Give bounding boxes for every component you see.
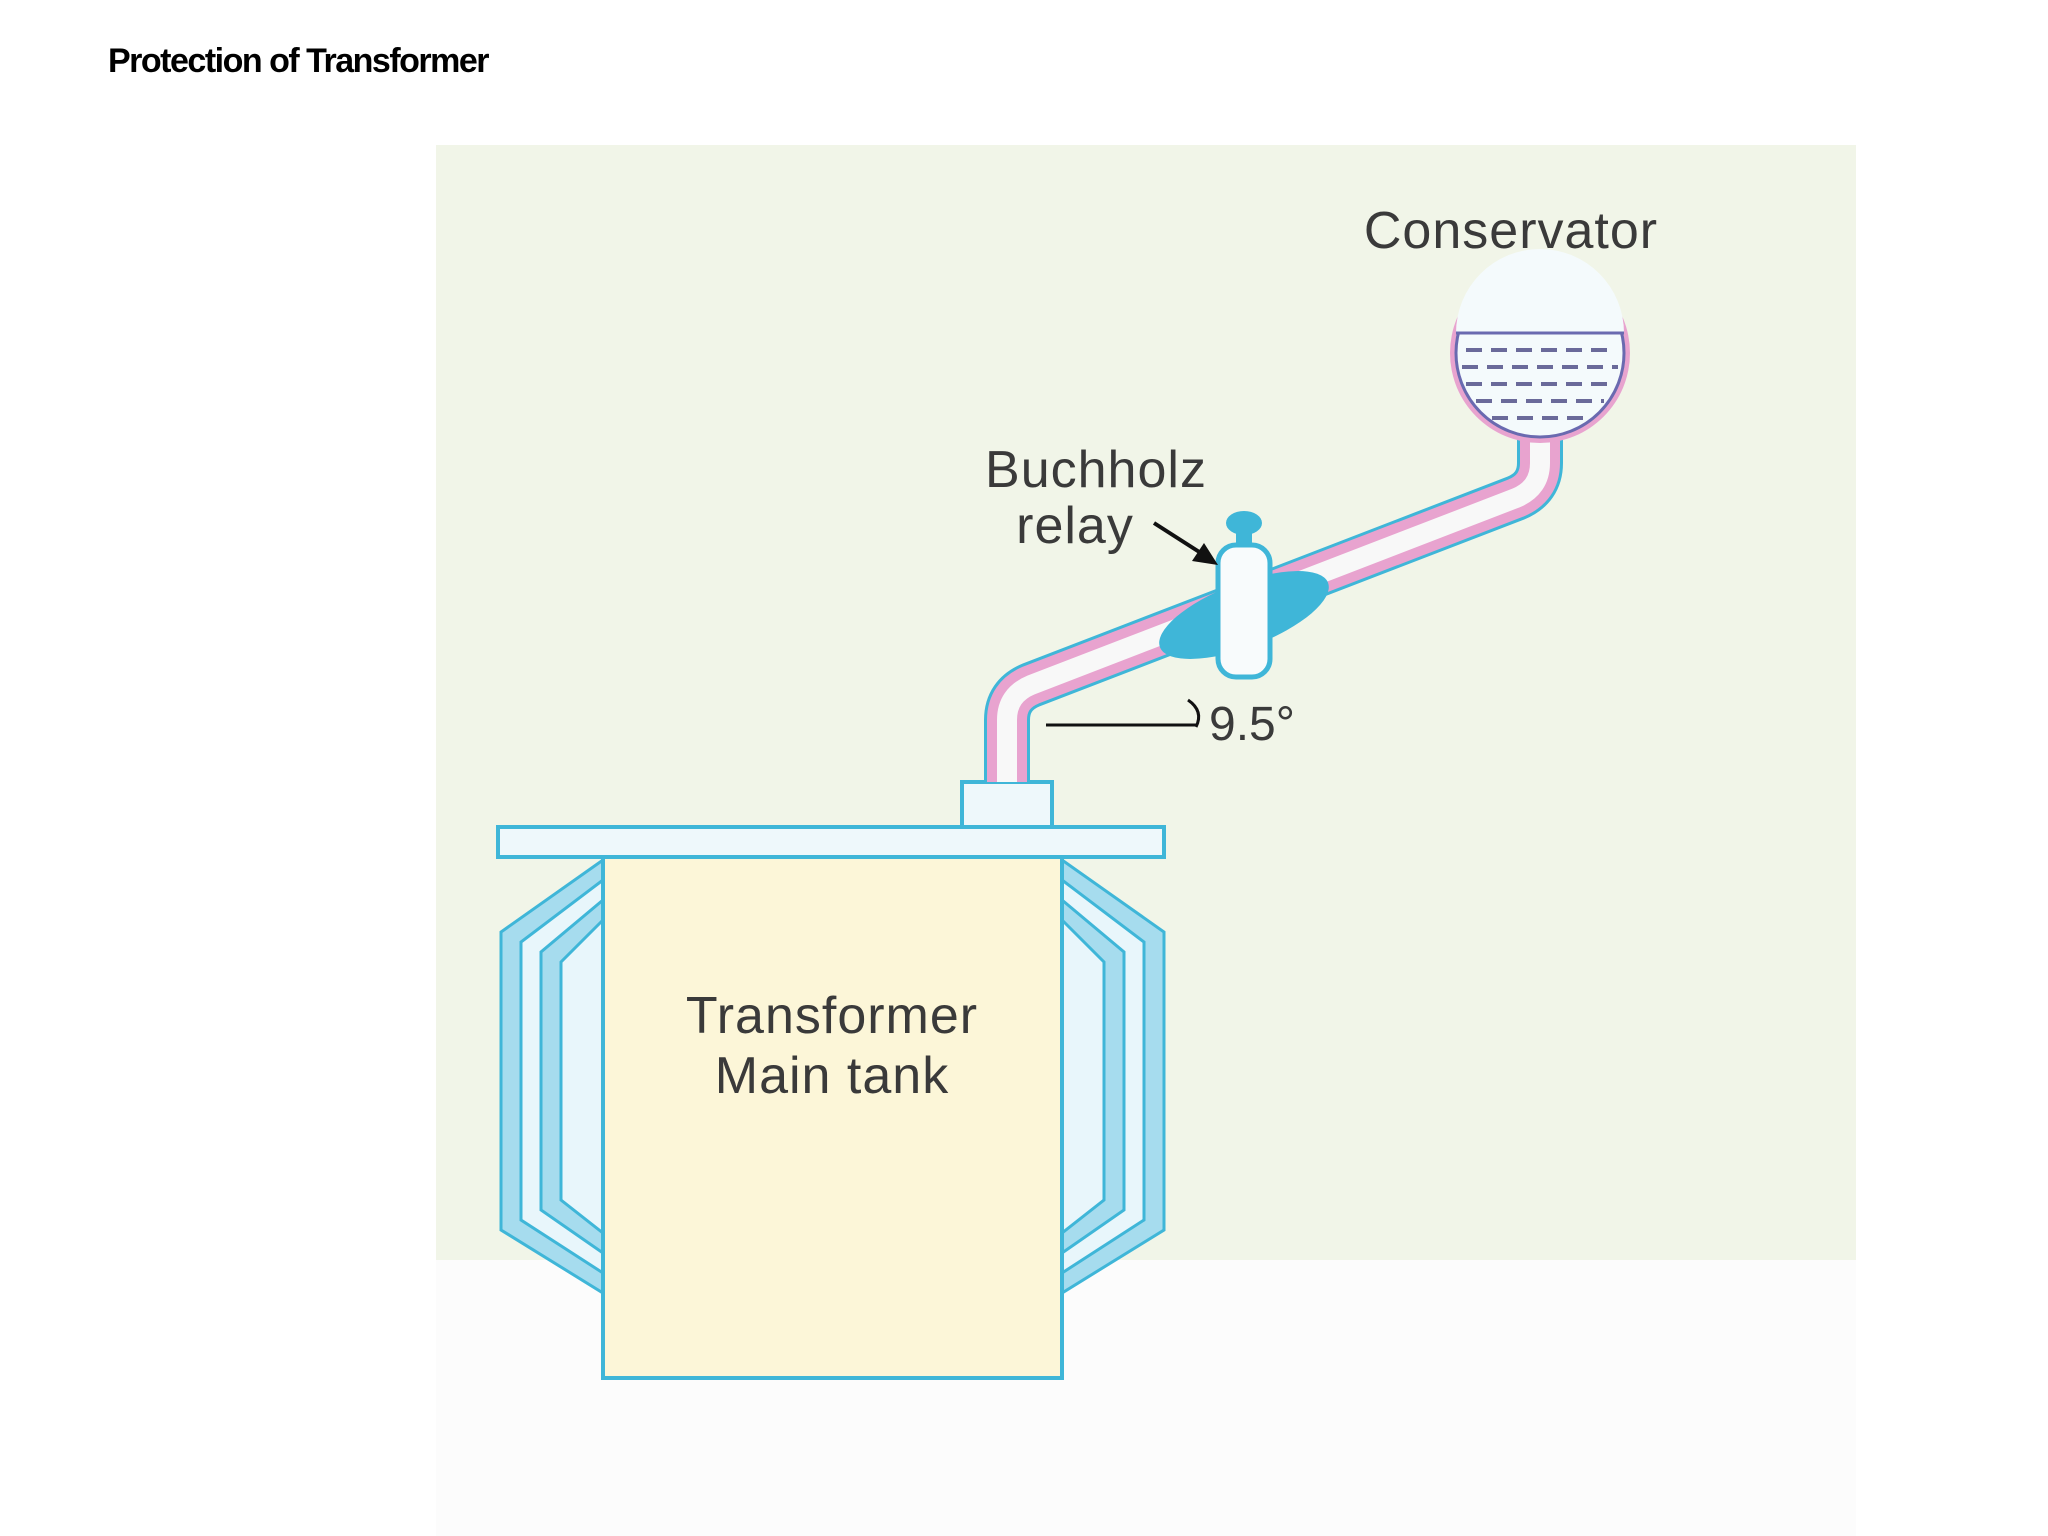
- angle-indicator: [1046, 698, 1201, 728]
- transformer-main-tank: [601, 855, 1064, 1380]
- left-radiator: [499, 857, 605, 1296]
- tank-label-line1: Transformer: [686, 987, 978, 1045]
- buchholz-label-line1: Buchholz: [985, 441, 1207, 499]
- tank-label-line2: Main tank: [715, 1047, 949, 1105]
- conservator-vessel: [1450, 249, 1630, 443]
- slide-title: Protection of Transformer: [108, 42, 490, 80]
- tank-lid: [496, 825, 1166, 859]
- transformer-diagram: Conservator Buchholz relay 9.5° Transfor…: [436, 145, 1856, 1536]
- right-radiator: [1060, 857, 1166, 1296]
- relay-pointer-arrow: [1152, 521, 1218, 565]
- conservator-label: Conservator: [1364, 202, 1658, 260]
- pipe-flange: [960, 780, 1054, 829]
- angle-label: 9.5°: [1209, 698, 1295, 751]
- buchholz-relay: [1159, 511, 1329, 680]
- buchholz-label-line2: relay: [1016, 497, 1134, 555]
